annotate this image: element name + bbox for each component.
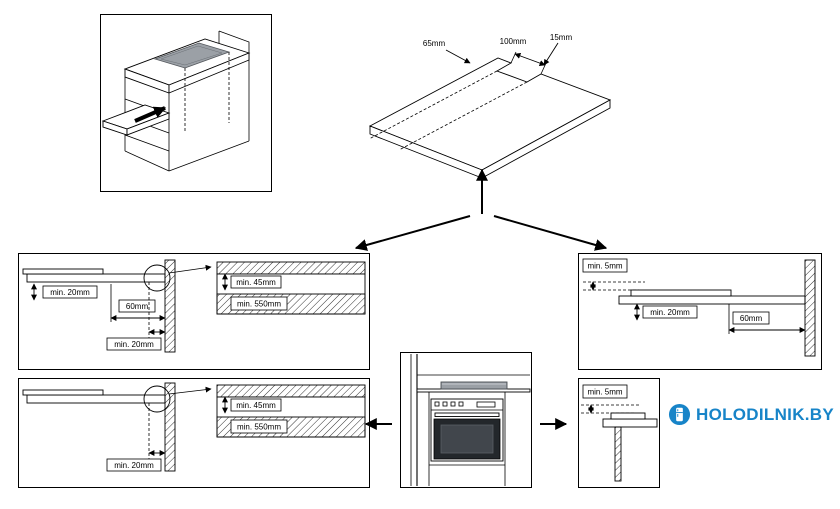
wall-hatched bbox=[804, 259, 816, 357]
fridge-icon bbox=[668, 403, 691, 426]
install-option-left-bottom: min. 20mm min. 45mm min. 550mm bbox=[18, 378, 370, 488]
dim-min20-wall-label: min. 20mm bbox=[114, 461, 154, 470]
pullout-board bbox=[101, 104, 171, 136]
dim-min5-label: min. 5mm bbox=[587, 262, 622, 271]
cabinet-insertion-diagram bbox=[100, 14, 272, 192]
enlarged-section: min. 45mm min. 550mm bbox=[216, 384, 366, 438]
dim-min20-front: min. 20mm bbox=[31, 283, 98, 301]
logo[interactable]: HOLODILNIK.BY bbox=[668, 403, 834, 426]
dim-60mm-label: 60mm bbox=[740, 314, 763, 323]
dim-65mm-label: 65mm bbox=[423, 39, 446, 48]
dim-100mm-label: 100mm bbox=[500, 37, 527, 46]
worktop-cutout-drawing: 65mm 100mm 15mm bbox=[368, 33, 612, 179]
worktop-section bbox=[22, 389, 166, 404]
built-in-oven bbox=[430, 398, 504, 462]
dim-60mm: 60mm bbox=[728, 304, 806, 334]
dim-15mm-label: 15mm bbox=[550, 33, 573, 42]
detail-circle bbox=[143, 385, 212, 413]
cutout-projection-dashes bbox=[368, 70, 528, 151]
dim-min20-front-label: min. 20mm bbox=[50, 288, 90, 297]
dim-65mm: 65mm bbox=[423, 39, 471, 64]
dim-min20-label: min. 20mm bbox=[650, 308, 690, 317]
dim-60mm: 60mm bbox=[110, 284, 166, 322]
oven-handle bbox=[434, 412, 500, 417]
worktop-cutout-diagram: 65mm 100mm 15mm bbox=[358, 8, 630, 190]
dim-60mm-label: 60mm bbox=[126, 302, 149, 311]
worktop-section bbox=[22, 268, 166, 283]
arrow-to-right-options bbox=[536, 410, 576, 438]
wall-hatched bbox=[164, 382, 176, 472]
flow-arrows bbox=[340, 160, 640, 256]
enlarged-section: min. 45mm min. 550mm bbox=[216, 261, 366, 315]
dim-min5: min. 5mm bbox=[582, 258, 645, 291]
cabinet-insertion-drawing bbox=[101, 30, 251, 172]
install-option-right-bottom: min. 5mm bbox=[578, 378, 660, 488]
kitchen-front-view bbox=[400, 352, 532, 488]
worktop-section bbox=[618, 289, 806, 305]
dim-min20: min. 20mm bbox=[634, 303, 698, 321]
cooktop-front bbox=[440, 381, 508, 390]
dim-15mm: 15mm bbox=[543, 33, 573, 66]
arrow-down-right bbox=[493, 215, 608, 251]
detail-circle bbox=[143, 264, 212, 292]
dim-min45-label: min. 45mm bbox=[236, 401, 276, 410]
dim-min45-label: min. 45mm bbox=[236, 278, 276, 287]
arrow-down-left bbox=[354, 215, 471, 251]
wall-hatched bbox=[164, 259, 176, 353]
cabinet-lines bbox=[410, 354, 531, 486]
dim-min550-label: min. 550mm bbox=[237, 423, 281, 432]
oven-window bbox=[440, 424, 494, 454]
logo-text: HOLODILNIK.BY bbox=[696, 404, 835, 424]
cutout-projection-dashes bbox=[184, 52, 230, 133]
dim-min550-label: min. 550mm bbox=[237, 300, 281, 309]
insertion-arrow bbox=[134, 106, 167, 123]
side-panel-hatched bbox=[614, 426, 622, 482]
worktop-section bbox=[602, 412, 658, 428]
install-option-right-top: min. 5mm min. 20mm 60mm bbox=[578, 253, 822, 370]
arrow-to-left-options bbox=[356, 410, 396, 438]
dim-min20-wall-label: min. 20mm bbox=[114, 340, 154, 349]
dim-min20-wall: min. 20mm bbox=[106, 282, 166, 351]
dim-min5-label: min. 5mm bbox=[587, 388, 622, 397]
dim-min5: min. 5mm bbox=[581, 384, 641, 414]
dim-100mm: 100mm bbox=[500, 37, 547, 75]
install-option-left-top: min. 20mm 60mm min. 20mm bbox=[18, 253, 370, 370]
dim-min20-wall: min. 20mm bbox=[106, 403, 166, 472]
